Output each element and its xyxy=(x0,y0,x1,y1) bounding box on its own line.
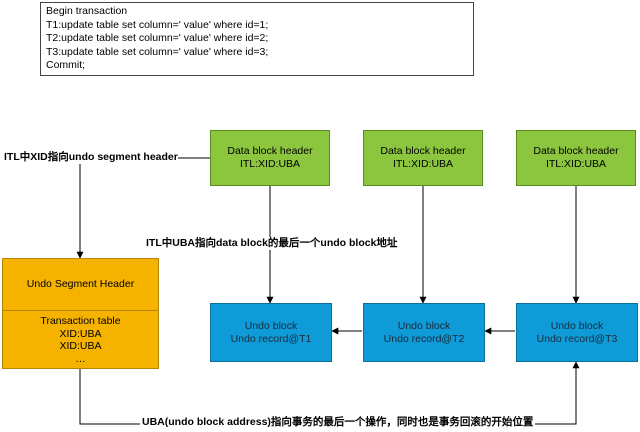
itl-uba-label: ITL中UBA指向data block的最后一个undo block地址 xyxy=(146,237,398,250)
code-line: T2:update table set column=' value' wher… xyxy=(46,32,269,45)
data-block-sub: ITL:XID:UBA xyxy=(545,158,607,170)
undo-block-sub: Undo record@T1 xyxy=(230,332,312,345)
code-line: T1:update table set column=' value' wher… xyxy=(46,18,269,31)
undo-block-sub: Undo record@T2 xyxy=(383,332,465,345)
transaction-table-line: XID:UBA xyxy=(59,327,102,340)
itl-xid-label: ITL中XID指向undo segment header xyxy=(4,151,178,164)
undo-block-t3: Undo block Undo record@T3 xyxy=(516,303,638,362)
data-block-sub: ITL:XID:UBA xyxy=(239,158,301,170)
uba-bottom-connector xyxy=(79,361,580,425)
undo-block-t1: Undo block Undo record@T1 xyxy=(210,303,332,362)
data-block-header-1: Data block header ITL:XID:UBA xyxy=(210,130,330,186)
transaction-table-line: XID:UBA xyxy=(59,340,102,352)
undo-segment-header: Undo Segment Header Transaction table XI… xyxy=(2,258,159,369)
undo-block-title: Undo block xyxy=(550,319,604,332)
code-line: T3:update table set column=' value' wher… xyxy=(46,45,269,58)
code-line: Commit; xyxy=(46,59,86,72)
transaction-table: Transaction table XID:UBA XID:UBA … xyxy=(3,311,158,365)
undo-block-t2: Undo block Undo record@T2 xyxy=(363,303,485,362)
transaction-table-line: … xyxy=(75,352,86,365)
undo-block-title: Undo block xyxy=(244,319,298,332)
data-block-header-2: Data block header ITL:XID:UBA xyxy=(363,130,483,186)
code-line: Begin transaction xyxy=(46,5,128,17)
segment-header-title: Undo Segment Header xyxy=(3,259,158,311)
data-block-title: Data block header xyxy=(533,145,619,157)
data-block-title: Data block header xyxy=(227,145,313,157)
uba-bottom-label: UBA(undo block address)指向事务的最后一个操作，同时也是事… xyxy=(140,416,536,429)
data-block-title: Data block header xyxy=(380,145,466,157)
transaction-code-box: Begin transaction T1:update table set co… xyxy=(40,2,474,76)
data-block-sub: ITL:XID:UBA xyxy=(392,158,454,170)
data-block-header-3: Data block header ITL:XID:UBA xyxy=(516,130,636,186)
undo-block-title: Undo block xyxy=(397,319,451,332)
undo-block-sub: Undo record@T3 xyxy=(536,332,618,345)
transaction-table-line: Transaction table xyxy=(40,315,121,327)
